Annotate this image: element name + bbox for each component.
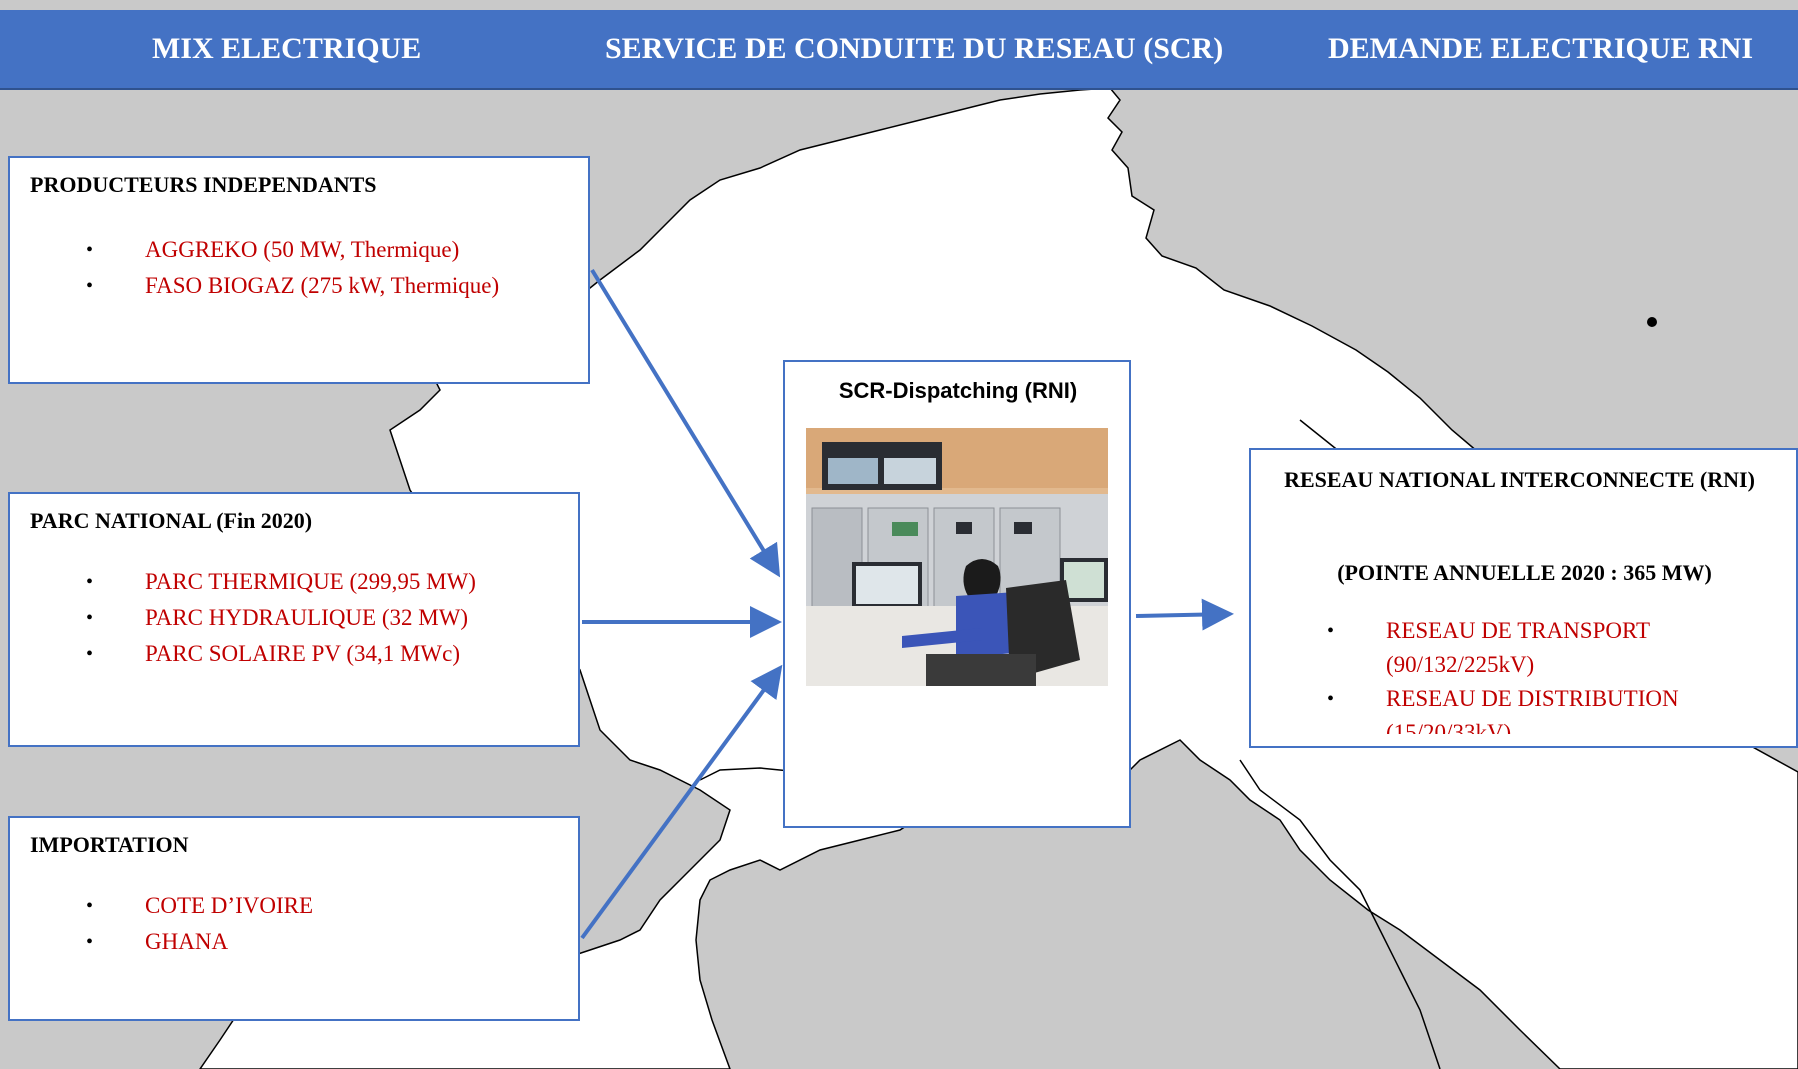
box-rni-subtitle: (POINTE ANNUELLE 2020 : 365 MW) [1337,560,1712,585]
rni-list: RESEAU DE TRANSPORT (90/132/225kV) RESEA… [1251,614,1731,734]
header-mix-electrique: MIX ELECTRIQUE [152,32,422,65]
list-item: GHANA [10,924,580,960]
control-room-photo [806,428,1108,686]
list-item: AGGREKO (50 MW, Thermique) [10,232,590,268]
box-producteurs: PRODUCTEURS INDEPENDANTS AGGREKO (50 MW,… [8,156,590,384]
box-parc-title: PARC NATIONAL (Fin 2020) [30,508,313,533]
importation-list: COTE D’IVOIRE GHANA [10,888,580,960]
border-line [1239,759,1441,1069]
list-item: PARC SOLAIRE PV (34,1 MWc) [10,636,580,672]
header-scr: SERVICE DE CONDUITE DU RESEAU (SCR) [605,32,1224,65]
list-item: FASO BIOGAZ (275 kW, Thermique) [10,268,590,304]
list-item: RESEAU DE TRANSPORT (90/132/225kV) [1251,614,1731,682]
list-item: RESEAU DE DISTRIBUTION (15/20/33kV) [1251,682,1731,734]
header-demande-rni: DEMANDE ELECTRIQUE RNI [1328,32,1754,65]
producteurs-list: AGGREKO (50 MW, Thermique) FASO BIOGAZ (… [10,232,590,304]
header-banner: MIX ELECTRIQUE SERVICE DE CONDUITE DU RE… [0,10,1798,90]
box-rni: RESEAU NATIONAL INTERCONNECTE (RNI) (POI… [1249,448,1798,748]
box-importation: IMPORTATION COTE D’IVOIRE GHANA [8,816,580,1021]
city-dot [1647,317,1657,327]
list-item: COTE D’IVOIRE [10,888,580,924]
list-item: PARC HYDRAULIQUE (32 MW) [10,600,580,636]
box-rni-title: RESEAU NATIONAL INTERCONNECTE (RNI) [1284,467,1755,492]
box-producteurs-title: PRODUCTEURS INDEPENDANTS [30,172,377,197]
box-importation-title: IMPORTATION [30,832,189,857]
parc-list: PARC THERMIQUE (299,95 MW) PARC HYDRAULI… [10,564,580,672]
box-parc-national: PARC NATIONAL (Fin 2020) PARC THERMIQUE … [8,492,580,747]
list-item: PARC THERMIQUE (299,95 MW) [10,564,580,600]
box-scr-title: SCR-Dispatching (RNI) [838,378,1078,403]
